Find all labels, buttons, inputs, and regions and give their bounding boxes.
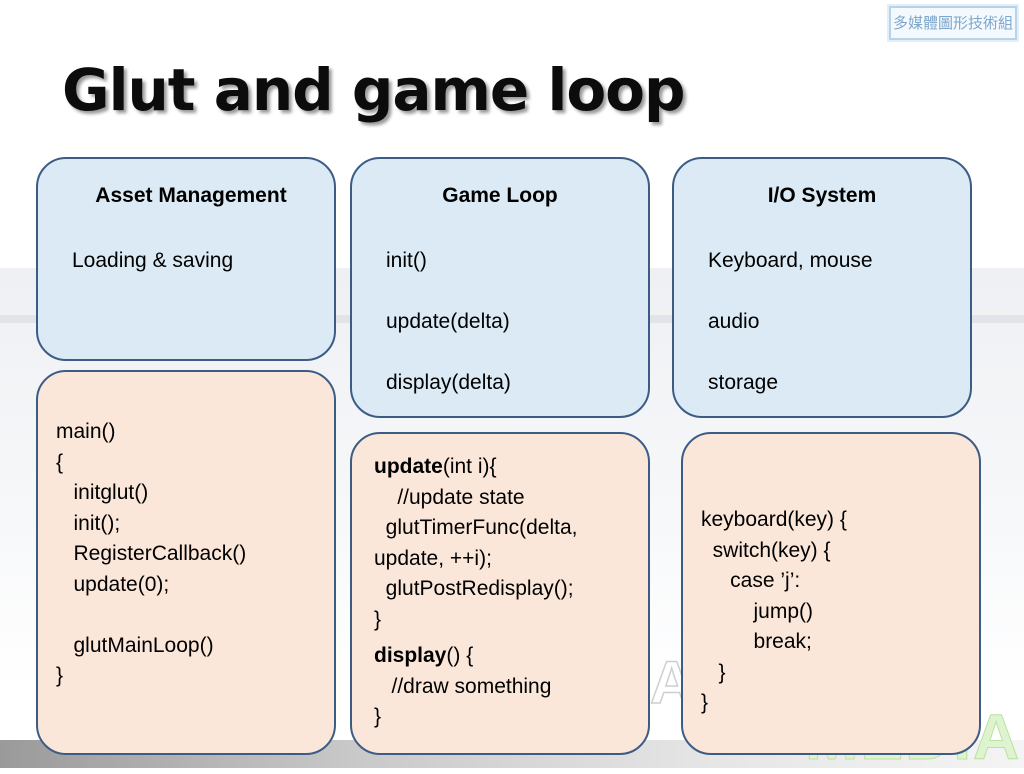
game-loop-box: Game Loop init() update(delta) display(d… [350,157,650,418]
main-code-box: main() { initglut() init(); RegisterCall… [36,370,336,755]
io-line: storage [708,370,779,394]
game-loop-line: display(delta) [386,370,511,394]
keyboard-code-box: keyboard(key) { switch(key) { case ’j’: … [681,432,981,755]
code-line: switch(key) { [701,538,831,562]
game-loop-title: Game Loop [442,184,558,207]
slide-title: Glut and game loop [62,56,686,124]
asset-management-title: Asset Management [95,184,287,207]
code-line: update, ++i); [374,546,492,570]
code-line: jump() [701,599,814,623]
code-line: //update state [374,485,525,509]
io-line: Keyboard, mouse [708,248,873,272]
code-line: } [374,705,382,728]
code-line: case ’j’: [701,569,801,592]
update-signature: (int i){ [442,455,497,478]
io-system-title: I/O System [767,184,877,207]
code-line: break; [701,630,812,653]
io-line: audio [708,309,760,333]
io-system-box: I/O System Keyboard, mouse audio storage [672,157,972,418]
code-line: } [374,607,382,631]
code-line: glutMainLoop() [56,633,214,657]
update-display-code-box: update(int i){ //update state glutTimerF… [350,432,650,755]
code-line: RegisterCallback() [56,542,247,565]
code-line: } [56,664,64,687]
asset-line: Loading & saving [72,248,234,272]
game-loop-line: init() [386,248,427,272]
code-line: { [56,450,64,474]
code-line: //draw something [374,674,552,698]
code-line: init(); [56,511,121,535]
display-signature: () { [446,644,474,667]
code-line: initglut() [56,481,149,504]
code-line: } [701,660,726,684]
code-line: keyboard(key) { [701,508,847,531]
display-keyword: display [374,644,447,667]
department-tag: 多媒體圖形技術組 [889,6,1017,40]
code-line: main() [56,420,116,443]
asset-management-box: Asset Management Loading & saving [36,157,336,361]
code-line: } [701,691,709,714]
code-line: glutPostRedisplay(); [374,577,574,600]
code-line: glutTimerFunc(delta, [374,516,578,539]
game-loop-line: update(delta) [386,309,510,333]
code-line: update(0); [56,572,170,596]
update-keyword: update [374,455,443,478]
